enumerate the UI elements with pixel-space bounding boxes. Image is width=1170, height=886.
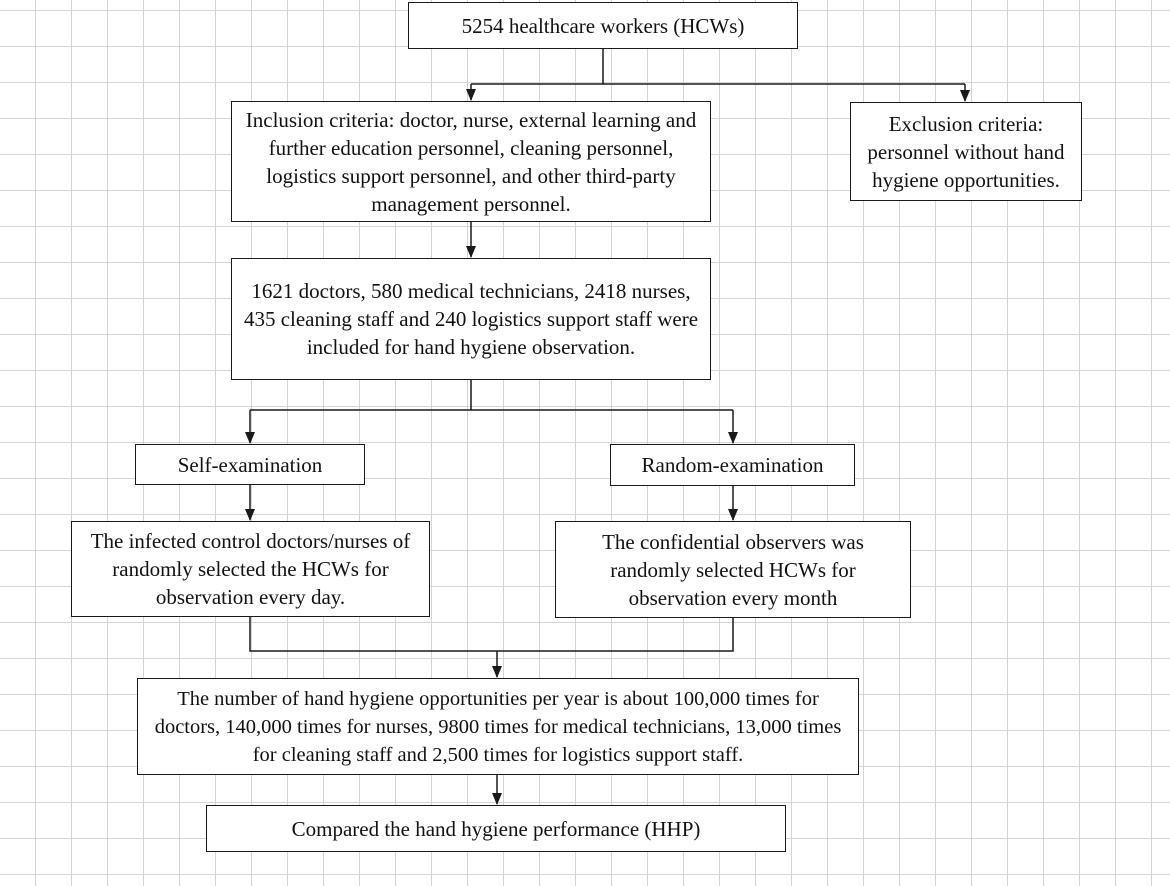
inclusion-criteria-text: Inclusion criteria: doctor, nurse, exter…	[245, 107, 697, 216]
connector-included-split	[250, 380, 733, 411]
self-examination-text: Self-examination	[177, 452, 323, 477]
self-description-box: The infected control doctors/nurses of r…	[71, 521, 430, 617]
opportunities-box: The number of hand hygiene opportunities…	[137, 678, 859, 775]
inclusion-criteria-box: Inclusion criteria: doctor, nurse, exter…	[231, 101, 711, 222]
connector-merge	[249, 617, 734, 652]
compare-box: Compared the hand hygiene performance (H…	[206, 805, 786, 852]
compare-text: Compared the hand hygiene performance (H…	[291, 816, 701, 841]
included-staff-text: 1621 doctors, 580 medical technicians, 2…	[243, 279, 699, 359]
connector-hcws-split	[471, 49, 965, 85]
exclusion-criteria-text: Exclusion criteria: personnel without ha…	[867, 111, 1065, 192]
random-description-text: The confidential observers was randomly …	[602, 529, 864, 610]
included-staff-box: 1621 doctors, 580 medical technicians, 2…	[231, 258, 711, 380]
self-examination-box: Self-examination	[135, 444, 365, 485]
opportunities-text: The number of hand hygiene opportunities…	[154, 687, 842, 766]
hcws-box: 5254 healthcare workers (HCWs)	[408, 2, 798, 49]
random-examination-text: Random-examination	[641, 453, 824, 477]
random-description-box: The confidential observers was randomly …	[555, 521, 911, 618]
random-examination-box: Random-examination	[610, 444, 855, 486]
exclusion-criteria-box: Exclusion criteria: personnel without ha…	[850, 102, 1082, 201]
self-description-text: The infected control doctors/nurses of r…	[90, 529, 411, 609]
hcws-text: 5254 healthcare workers (HCWs)	[461, 13, 745, 38]
